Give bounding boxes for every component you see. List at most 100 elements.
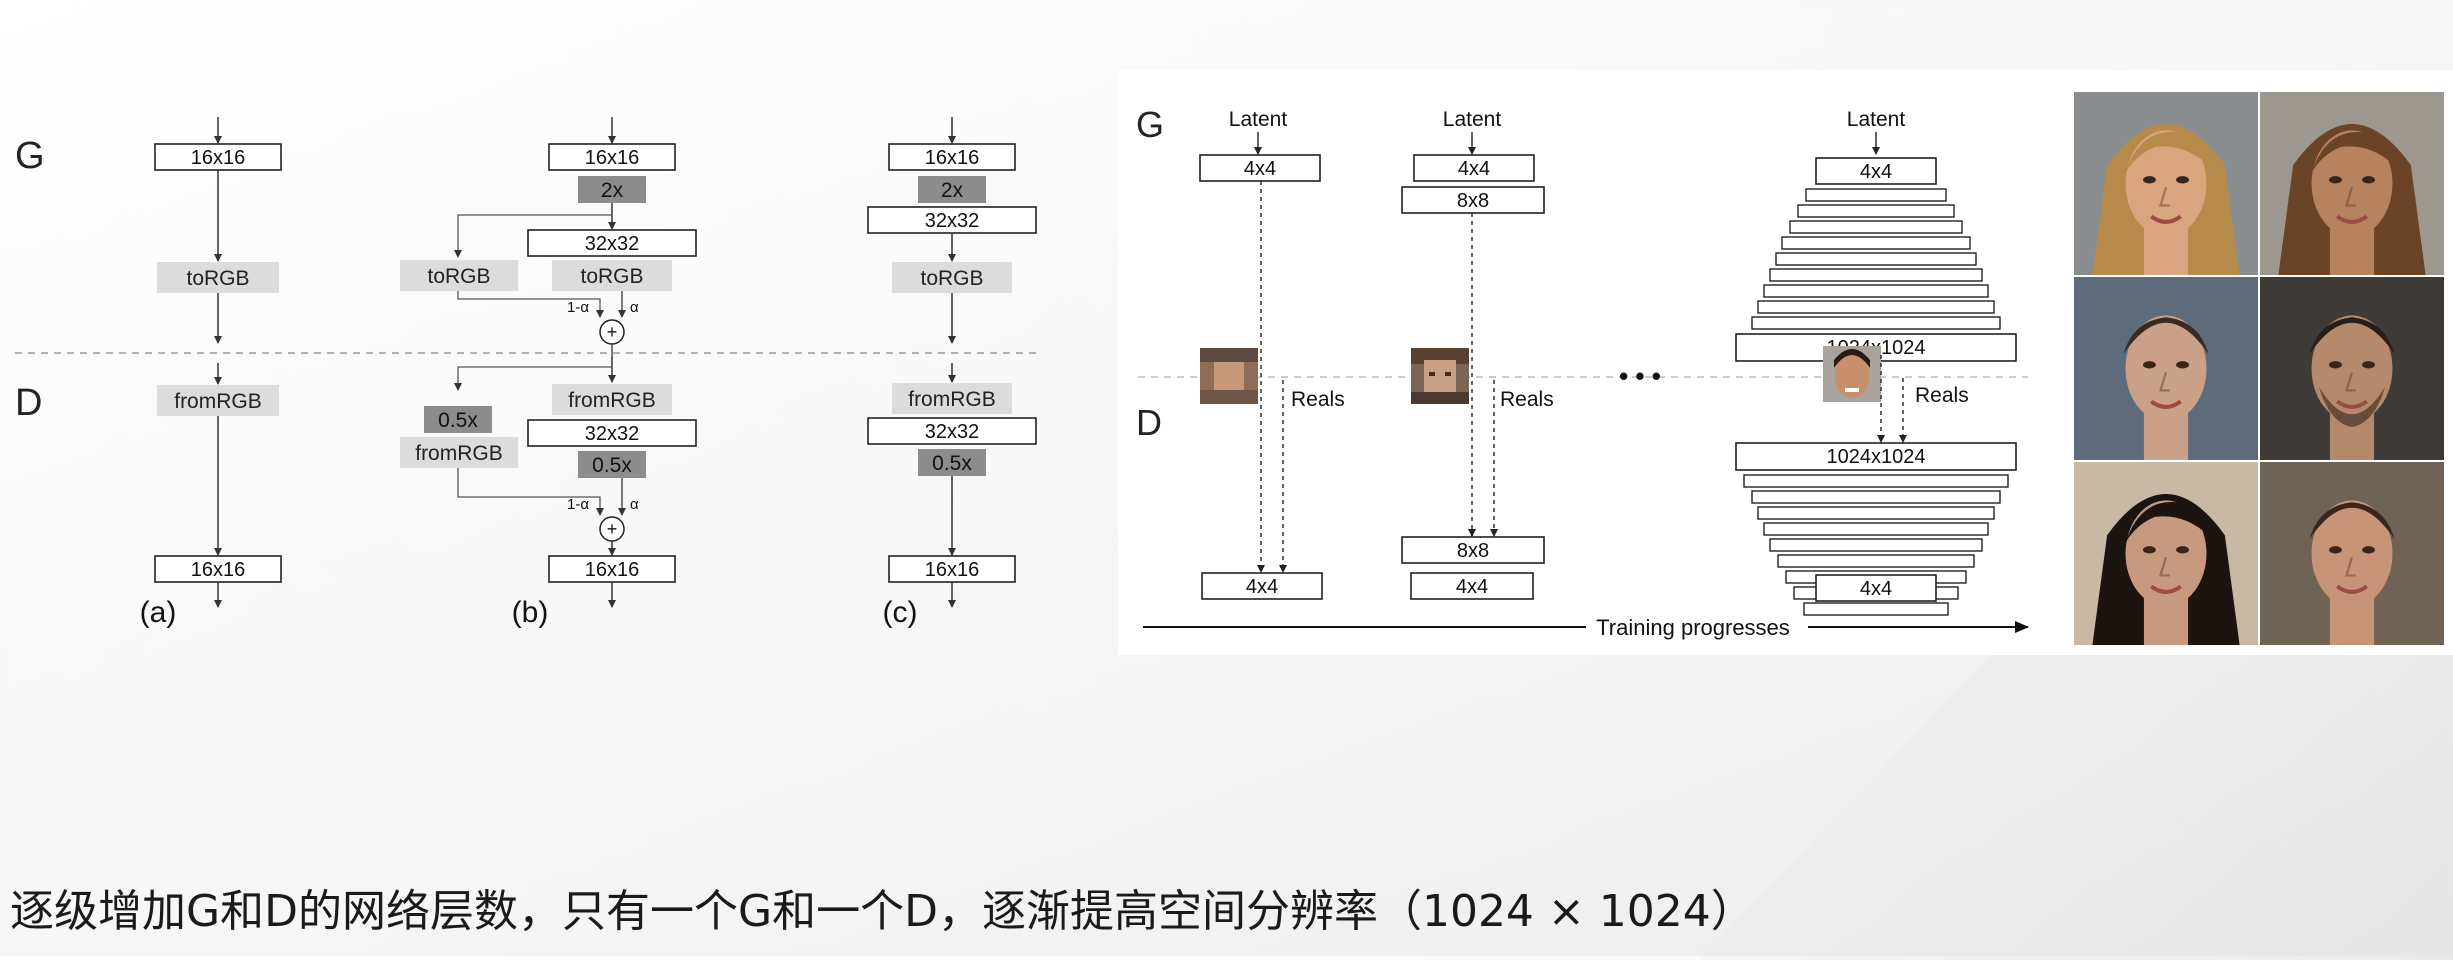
panel-label-a: (a) xyxy=(140,596,177,629)
c-downsample-label: 0.5x xyxy=(932,452,972,475)
stage2-latent-label: Latent xyxy=(1443,108,1502,131)
stage1-reals-label: Reals xyxy=(1291,388,1345,411)
generated-face-image xyxy=(2074,277,2258,460)
b-g-32x32-block xyxy=(527,229,697,257)
b-d-alpha: α xyxy=(630,496,639,513)
b-g-alpha: α xyxy=(630,299,639,316)
c-upsample-block xyxy=(918,176,986,203)
stage-8x8: Latent 4x4 8x8 Reals 8x8 4x4 xyxy=(1401,108,1554,600)
a-g-16x16-block xyxy=(154,143,282,171)
stage3-g-4x4-label: 4x4 xyxy=(1860,161,1892,183)
b-fromrgb-old-block xyxy=(400,437,518,468)
stage2-g-4x4-label: 4x4 xyxy=(1458,158,1490,180)
generator-layer-stack xyxy=(1751,188,2001,330)
progressive-growing-panel: G D Latent 4x4 Reals 4x4 Latent xyxy=(1118,70,2453,655)
c-d-16x16-label: 16x16 xyxy=(925,559,980,581)
generated-faces-grid xyxy=(2074,92,2444,645)
b-torgb-new-block xyxy=(552,260,672,291)
column-c: 16x16 2x 32x32 toRGB fromRGB 32x32 0.5x … xyxy=(867,117,1037,629)
b-upsample-label: 2x xyxy=(601,179,624,202)
stages-ellipsis: • • • xyxy=(1619,361,1661,391)
c-fromrgb-label: fromRGB xyxy=(908,388,996,411)
stage3-reals-image xyxy=(1823,346,1881,402)
b-downsample-new-block xyxy=(578,451,646,478)
stage1-reals-image xyxy=(1200,348,1258,404)
stage1-latent-label: Latent xyxy=(1229,108,1288,131)
b-upsample-block xyxy=(578,176,646,203)
stage-4x4: Latent 4x4 Reals 4x4 xyxy=(1199,108,1345,600)
a-torgb-label: toRGB xyxy=(186,267,249,290)
b-d-16x16-label: 16x16 xyxy=(585,559,640,581)
progressive-growing-diagram: G D Latent 4x4 Reals 4x4 Latent xyxy=(1136,104,2029,640)
c-d-32x32-block xyxy=(867,417,1037,445)
c-upsample-label: 2x xyxy=(941,179,964,202)
generated-face-image xyxy=(2074,462,2258,645)
discriminator-layer-stack xyxy=(1743,474,2009,616)
b-downsample-old-block xyxy=(424,406,492,433)
b-d-32x32-label: 32x32 xyxy=(585,423,640,445)
b-fromrgb-new-block xyxy=(552,384,672,415)
stage-1024x1024: Latent 4x4 1024x1024 xyxy=(1735,108,2017,616)
stage3-d-final-4x4-label: 4x4 xyxy=(1860,578,1892,600)
generated-face-image xyxy=(2260,92,2444,275)
b-g-32x32-label: 32x32 xyxy=(585,233,640,255)
column-a: 16x16 toRGB fromRGB 16x16 (a) xyxy=(140,117,282,629)
stage3-latent-label: Latent xyxy=(1847,108,1906,131)
b-g-16x16-block xyxy=(548,143,676,171)
c-downsample-block xyxy=(918,449,986,476)
discriminator-row-label: D xyxy=(15,382,42,424)
pg-discriminator-label: D xyxy=(1136,402,1162,443)
column-b: 16x16 2x 32x32 toRGB toRGB 1-α α + fromR… xyxy=(400,117,697,629)
stage1-d-4x4-label: 4x4 xyxy=(1246,576,1278,598)
stage3-d-final-4x4-block xyxy=(1815,574,1937,602)
stage1-d-4x4-block xyxy=(1201,572,1323,600)
c-d-32x32-label: 32x32 xyxy=(925,421,980,443)
b-d-32x32-block xyxy=(527,419,697,447)
c-g-16x16-label: 16x16 xyxy=(925,147,980,169)
b-torgb-old-label: toRGB xyxy=(427,265,490,288)
a-torgb-block xyxy=(157,262,279,293)
panel-label-b: (b) xyxy=(512,596,549,629)
stage3-d-1024-block xyxy=(1735,442,2017,471)
stage2-d-4x4-label: 4x4 xyxy=(1456,576,1488,598)
b-g-16x16-label: 16x16 xyxy=(585,147,640,169)
b-fromrgb-new-label: fromRGB xyxy=(568,389,656,412)
generated-face-image xyxy=(2260,462,2444,645)
stage2-g-4x4-block xyxy=(1413,154,1535,182)
b-fromrgb-old-label: fromRGB xyxy=(415,442,503,465)
c-g-32x32-block xyxy=(867,206,1037,234)
slide-caption: 逐级增加G和D的网络层数，只有一个G和一个D，逐渐提高空间分辨率（1024 × … xyxy=(10,886,1755,937)
b-torgb-new-label: toRGB xyxy=(580,265,643,288)
stage3-g-4x4-block xyxy=(1815,157,1937,185)
stage2-reals-image xyxy=(1411,348,1469,404)
b-d-sum-label: + xyxy=(607,519,618,539)
b-downsample-old-label: 0.5x xyxy=(438,409,478,432)
b-downsample-new-label: 0.5x xyxy=(592,454,632,477)
training-axis-label: Training progresses xyxy=(1596,615,1790,640)
panel-label-c: (c) xyxy=(883,596,918,629)
b-g-one-minus-alpha: 1-α xyxy=(567,299,589,316)
c-g-32x32-label: 32x32 xyxy=(925,210,980,232)
generated-face-image xyxy=(2260,277,2444,460)
stage2-d-8x8-block xyxy=(1401,536,1545,564)
a-g-16x16-label: 16x16 xyxy=(191,147,246,169)
c-torgb-block xyxy=(892,262,1012,293)
generated-face-image xyxy=(2074,92,2258,275)
c-torgb-label: toRGB xyxy=(920,267,983,290)
stage2-g-8x8-block xyxy=(1401,186,1545,214)
stage2-g-8x8-label: 8x8 xyxy=(1457,190,1489,212)
a-fromrgb-label: fromRGB xyxy=(174,390,262,413)
c-g-16x16-block xyxy=(888,143,1016,171)
stage2-d-4x4-block xyxy=(1410,572,1534,600)
pg-generator-label: G xyxy=(1136,104,1164,145)
b-d-one-minus-alpha: 1-α xyxy=(567,496,589,513)
a-fromrgb-block xyxy=(157,385,279,416)
c-fromrgb-block xyxy=(892,383,1012,414)
stage2-reals-label: Reals xyxy=(1500,388,1554,411)
b-torgb-old-block xyxy=(400,260,518,291)
stage3-d-1024-label: 1024x1024 xyxy=(1827,446,1926,468)
generator-row-label: G xyxy=(15,135,45,177)
stage3-reals-label: Reals xyxy=(1915,384,1969,407)
a-d-16x16-label: 16x16 xyxy=(191,559,246,581)
stage1-g-4x4-block xyxy=(1199,154,1321,182)
